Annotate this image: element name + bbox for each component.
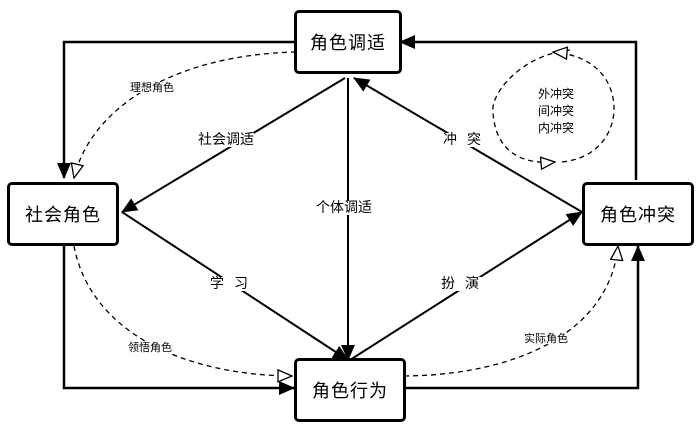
frame-top-left xyxy=(57,40,296,179)
node-social-role: 社会角色 xyxy=(7,182,119,246)
label-acting: 扮演 xyxy=(441,276,489,292)
label-individual-adjustment: 个体调适 xyxy=(316,200,372,216)
dashed-actual-role xyxy=(403,246,618,377)
dashed-conflict-cycle-right xyxy=(553,52,615,163)
label-ideal-role: 理想角色 xyxy=(130,81,174,94)
label-social-adjustment: 社会调适 xyxy=(198,132,254,148)
conflict-type-internal: 内冲突 xyxy=(537,121,574,135)
frame-top-right xyxy=(399,35,638,180)
label-learning: 学习 xyxy=(210,276,258,292)
conflict-types-list: 外冲突 间冲突 内冲突 xyxy=(530,86,582,137)
dashed-comprehended-role xyxy=(73,245,292,376)
conflict-type-external: 外冲突 xyxy=(537,87,574,101)
node-role-behavior: 角色行为 xyxy=(294,358,406,422)
label-conflict: 冲突 xyxy=(443,132,491,148)
frame-bottom-right xyxy=(404,245,645,390)
label-comprehended-role: 领悟角色 xyxy=(128,341,172,354)
label-actual-role: 实际角色 xyxy=(524,332,568,345)
conflict-type-inter: 间冲突 xyxy=(537,104,574,118)
node-role-adjustment: 角色调适 xyxy=(294,10,402,74)
dashed-ideal-role xyxy=(74,51,297,178)
frame-bottom-left xyxy=(62,245,295,395)
node-role-conflict: 角色冲突 xyxy=(582,182,694,246)
